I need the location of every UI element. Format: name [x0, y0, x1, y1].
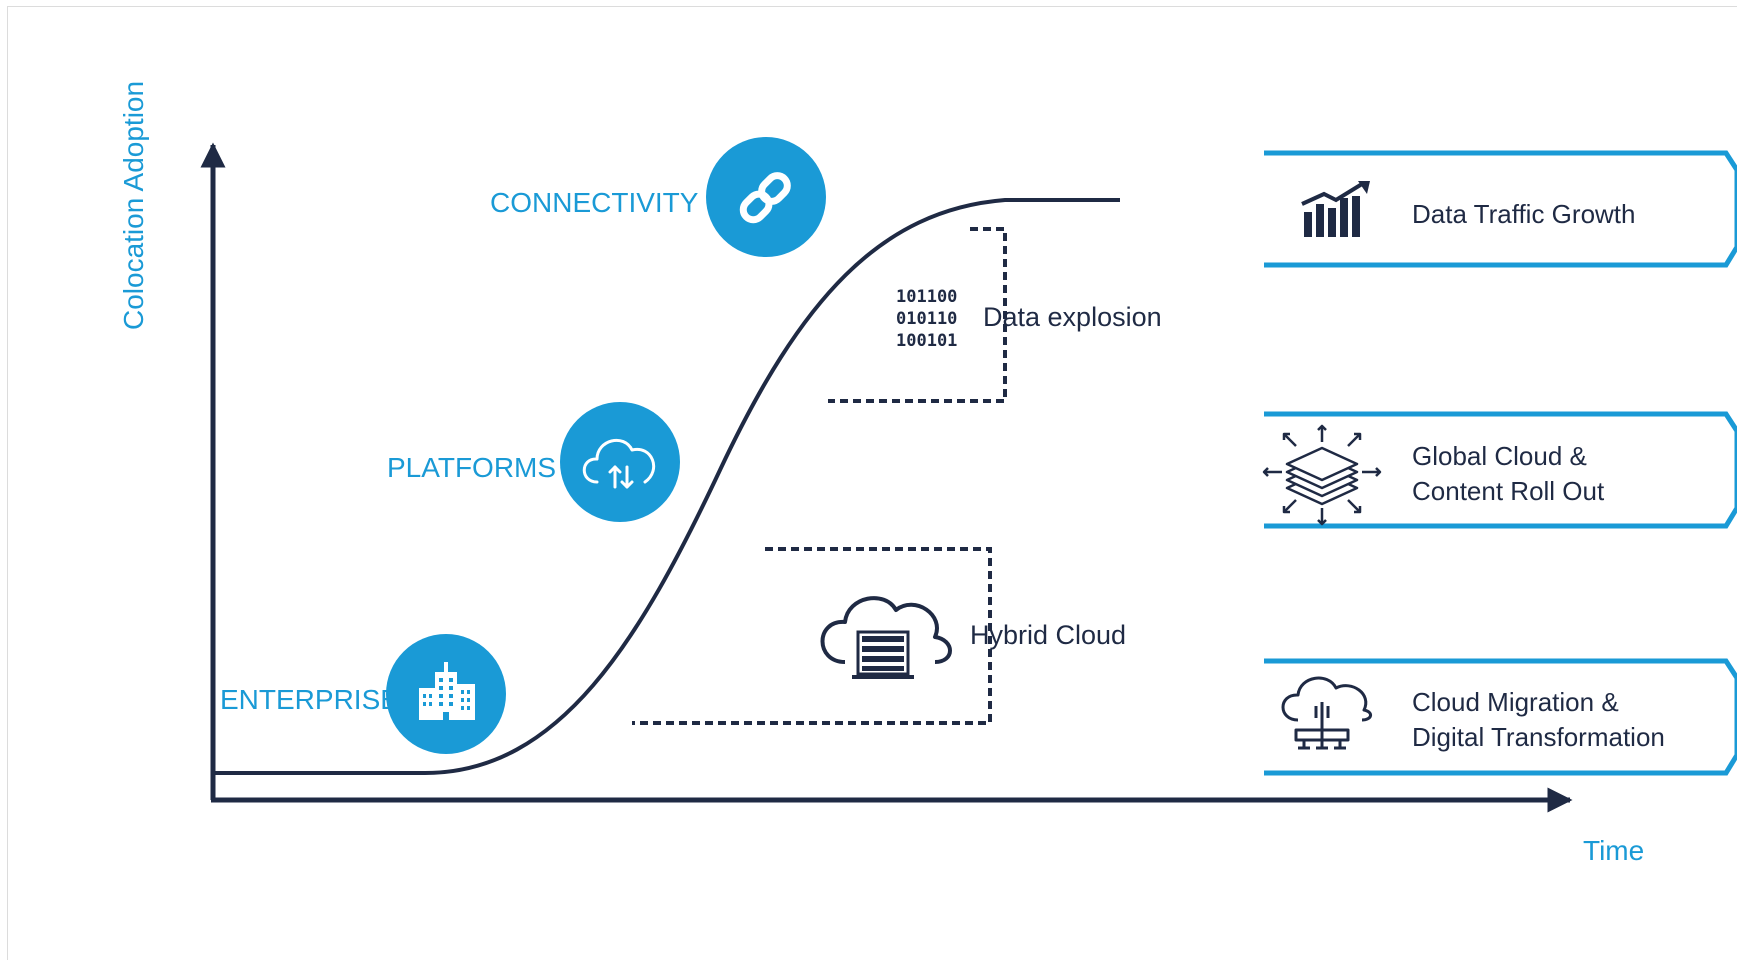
platforms-circle — [560, 402, 680, 522]
trend-banner-3 — [1264, 658, 1737, 776]
trend-label-3: Cloud Migration & Digital Transformation — [1412, 685, 1665, 755]
bar-growth-icon — [1301, 181, 1370, 237]
stage-label-enterprise: ENTERPRISE — [220, 684, 399, 715]
binary-data-glyph: 101100 010110 100101 — [896, 286, 957, 352]
hybrid-cloud-bracket — [632, 547, 992, 725]
trend-line: Cloud Migration & — [1412, 687, 1619, 717]
trend-line: Digital Transformation — [1412, 722, 1665, 752]
trend-line: Content Roll Out — [1412, 476, 1605, 506]
x-axis-label: Time — [1583, 835, 1645, 866]
hybrid-cloud-label: Hybrid Cloud — [970, 620, 1127, 650]
binary-line: 010110 — [896, 309, 958, 329]
binary-line: 100101 — [896, 331, 958, 351]
cloud-network-icon — [1281, 676, 1372, 750]
trend-line: Data Traffic Growth — [1412, 199, 1636, 229]
trend-banner-2 — [1264, 411, 1737, 529]
trend-banner-1 — [1264, 150, 1737, 268]
layers-expand-icon — [1262, 424, 1382, 526]
binary-line: 101100 — [896, 287, 958, 307]
y-axis-label: Colocation Adoption — [118, 80, 149, 330]
adoption-s-curve — [215, 198, 1120, 775]
link-icon — [739, 172, 791, 224]
trend-line: Global Cloud & — [1412, 441, 1587, 471]
building-icon — [419, 662, 475, 720]
slide-frame — [7, 6, 1737, 960]
stage-label-connectivity: CONNECTIVITY — [490, 187, 699, 218]
data-explosion-bracket — [828, 227, 1007, 403]
cloud-sync-icon — [582, 439, 656, 489]
trend-label-1: Data Traffic Growth — [1412, 197, 1636, 232]
trend-label-2: Global Cloud & Content Roll Out — [1412, 439, 1604, 509]
stage-label-platforms: PLATFORMS — [387, 452, 557, 483]
data-explosion-label: Data explosion — [983, 302, 1162, 332]
hybrid-cloud-icon — [820, 596, 952, 679]
